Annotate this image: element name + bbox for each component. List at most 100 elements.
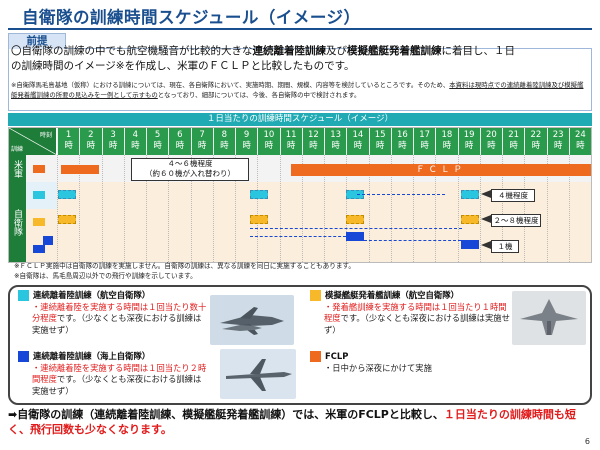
hour-number: 19	[463, 130, 475, 140]
hour-gridline	[457, 155, 459, 262]
card-msdf-red: ・連続離着陸を実施する時間は１回当たり２時間程度	[32, 362, 207, 385]
asdf-bar-1	[58, 190, 76, 199]
navy-bar-2	[250, 215, 268, 224]
hour-gridline	[368, 155, 370, 262]
hour-number: 13	[330, 130, 342, 140]
hour-gridline	[435, 155, 437, 262]
hour-gridline	[324, 155, 325, 262]
page-number: 6	[584, 437, 590, 446]
hour-suffix: 時	[220, 141, 229, 151]
f35b-photo	[512, 291, 586, 345]
card-navy-title: 模擬艦艇発着艦訓練（航空自衛隊）	[325, 290, 459, 300]
hour-suffix: 時	[86, 141, 96, 151]
card-navy-rest: です。（少なくとも深夜における訓練は実施せず）	[324, 313, 510, 335]
hour-gridline	[168, 155, 170, 262]
msdf-standby-line-3	[364, 240, 461, 241]
hour-number: 18	[441, 130, 453, 140]
swatch-navy	[310, 290, 321, 302]
msdf-aircraft-tag: １機	[491, 240, 519, 253]
diagonal-line-icon	[9, 128, 57, 155]
hour-suffix: 時	[553, 141, 563, 151]
legend-swatch-fclp	[33, 165, 45, 173]
premise-note-post: となっており、細部については、今後、各自衛隊の中で検討されます。	[157, 91, 361, 99]
hour-gridline	[146, 155, 147, 262]
hour-suffix: 時	[442, 141, 452, 151]
msdf-bar-3	[461, 240, 479, 249]
msdf-standby-line-2	[250, 236, 346, 237]
premise-box	[8, 48, 592, 111]
hour-gridline	[279, 155, 281, 262]
arrow-left-icon	[481, 215, 491, 223]
hour-suffix: 時	[331, 141, 340, 151]
us-fclp-bar: ＦＣＬＰ	[291, 164, 591, 176]
msdf-bar-2	[346, 232, 364, 241]
msdf-bar-1	[43, 236, 53, 245]
card-asdf-title: 連続離着陸訓練（航空自衛隊）	[33, 290, 151, 300]
hour-gridline	[79, 155, 81, 262]
row-label-jsdf: 自衛隊	[9, 182, 26, 262]
premise-bold-2: 模擬艦艇発着艦訓練	[347, 45, 442, 57]
hour-number: 23	[552, 130, 564, 140]
hour-gridline	[257, 155, 259, 262]
hour-suffix: 時	[309, 141, 318, 151]
premise-line2: の訓練時間のイメージ※を作成し、米軍のＦＣＬＰと比較したものです。	[11, 60, 355, 72]
us-callout: ４～６機程度 （約６０機が入れ替わり）	[131, 158, 249, 181]
hour-suffix: 時	[264, 141, 274, 151]
hour-gridline	[101, 155, 103, 262]
hour-gridline	[57, 155, 58, 262]
hour-gridline	[212, 155, 214, 262]
swatch-fclp	[310, 351, 321, 363]
hour-number: 10	[263, 130, 275, 140]
hour-suffix: 時	[509, 141, 518, 151]
legend-band-us	[26, 155, 57, 182]
card-fclp: FCLP ・日中から深夜にかけて実施	[310, 351, 510, 374]
hour-number: 11	[285, 130, 297, 140]
navy-bar-4	[461, 215, 479, 224]
hour-number: 24	[574, 130, 586, 140]
hour-suffix: 時	[64, 141, 73, 151]
hour-number: 17	[419, 130, 431, 140]
hour-number: 3	[110, 130, 116, 140]
hour-suffix: 時	[175, 141, 185, 151]
premise-bold-1: 連続離着陸訓練	[252, 45, 327, 57]
hour-number: 12	[307, 130, 319, 140]
hour-suffix: 時	[375, 141, 385, 151]
title-underline	[8, 28, 592, 30]
corner-training-label: 訓練	[11, 146, 24, 153]
premise-note: ※自衛隊馬毛島基地（仮称）における訓練については、現在、各自衛隊において、実施時…	[11, 80, 589, 100]
card-asdf-touch-and-go: 連続離着陸訓練（航空自衛隊） ・連続離着陸を実施する時間は１回当たり数十分程度で…	[18, 290, 208, 336]
arrow-left-icon	[481, 190, 491, 198]
hour-gridline	[502, 155, 503, 262]
hour-suffix: 時	[286, 141, 296, 151]
card-asdf-rest: です。（少なくとも深夜における訓練は実施せず）	[32, 313, 202, 335]
hour-gridline	[546, 155, 548, 262]
hour-number: 9	[243, 130, 250, 140]
card-fclp-text: ・日中から深夜にかけて実施	[324, 362, 432, 373]
navy-aircraft-tag: ２～８機程度	[491, 214, 541, 227]
schedule-title: １日当たりの訓練時間スケジュール（イメージ）	[8, 113, 592, 126]
legend-swatch-asdf	[33, 191, 45, 199]
premise-tab: 前提	[8, 33, 66, 49]
summary-text: ➡自衛隊の訓練（連続離着陸訓練、模擬艦艇発着艦訓練）では、米軍のFCLPと比較し…	[8, 407, 592, 437]
card-asdf-red: ・連続離着陸を実施する時間は１回当たり数十分程度	[32, 301, 207, 324]
hour-gridline	[190, 155, 192, 262]
premise-note-underlined: 本資料は現時点での連続離着陸訓練及び模擬艦艇発着艦訓練の所要の見込みを一例として…	[11, 81, 584, 99]
premise-line1-mid: 及び	[326, 45, 347, 57]
summary-pre: ➡自衛隊の訓練（連続離着陸訓練、模擬艦艇発着艦訓練）では、米軍のFCLPと比較し…	[8, 408, 444, 421]
swatch-msdf	[18, 351, 29, 363]
premise-line1-pre: 〇自衛隊の訓練の中でも航空機騒音が比較的大きな	[11, 45, 253, 57]
